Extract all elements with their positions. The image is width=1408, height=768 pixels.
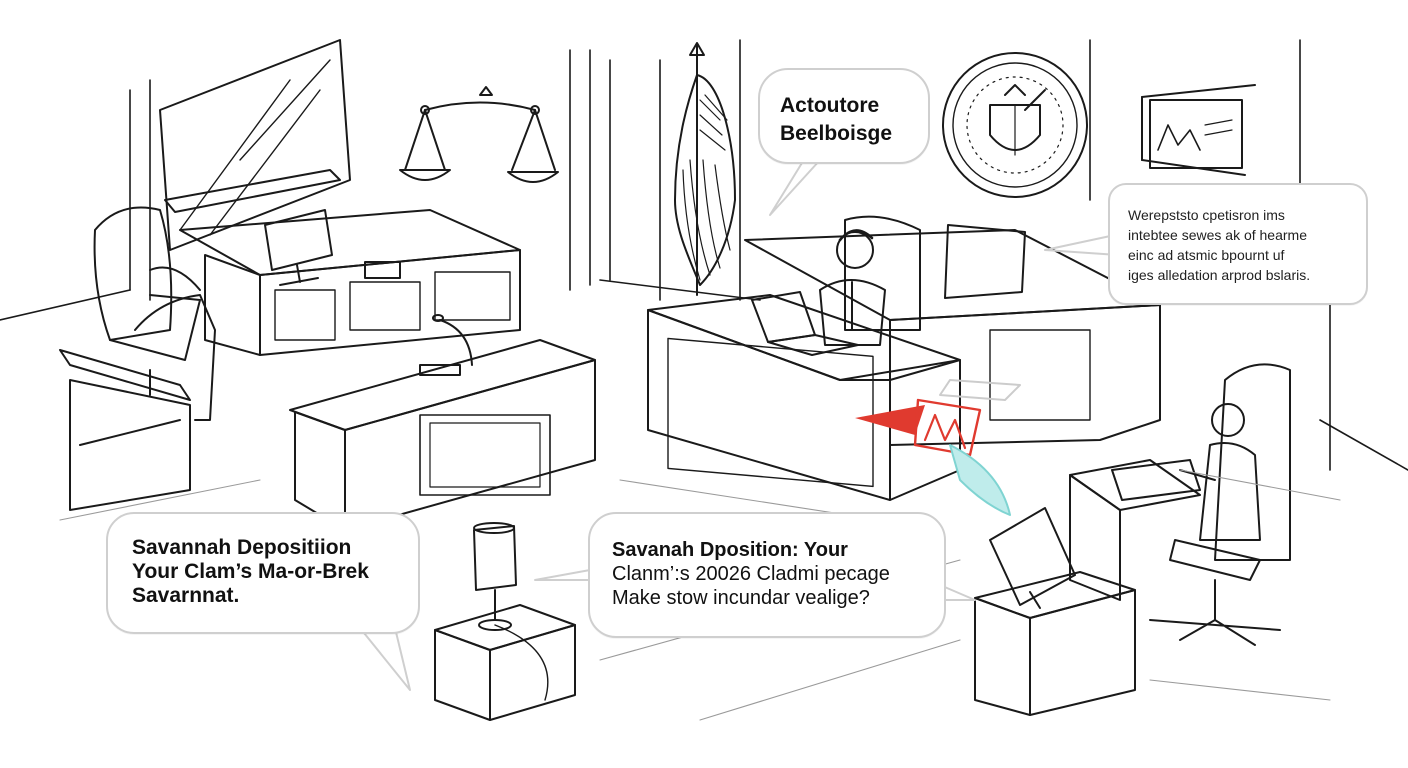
speech-bubble-middle: Savanah Dposition: Your Clanm’:s 20026 C… — [588, 512, 946, 638]
room-walls — [0, 39, 1408, 471]
speech-bubble-top-text: Actoutore Beelboisge — [780, 92, 892, 148]
side-table — [434, 604, 576, 721]
office-chair-left — [93, 206, 216, 421]
scales-of-justice-icon — [399, 86, 559, 183]
microphone-icon — [419, 314, 473, 376]
speech-bubble-middle-text: Savanah Dposition: Your Clanm’:s 20026 C… — [612, 538, 890, 610]
document-papers-icon — [855, 379, 1021, 516]
court-seal-icon — [942, 52, 1088, 198]
laptop-icon — [751, 291, 859, 356]
witness-stand — [289, 339, 596, 531]
speech-line: Clanm’:s 20026 Cladmi pecage — [612, 563, 890, 585]
framed-chart-icon — [1141, 84, 1256, 176]
speech-bubble-right-text: Werepststo cpetisron ims intebtee sewes … — [1128, 205, 1310, 285]
speech-line: intebtee sewes ak of hearme — [1128, 227, 1307, 243]
speech-bubble-right: Werepststo cpetisron ims intebtee sewes … — [1108, 183, 1368, 305]
speech-line: Savanah Dposition: Your — [612, 539, 848, 561]
speech-line: Savannah Depositiion — [132, 536, 352, 559]
desk-lamp-icon — [473, 522, 517, 631]
desk-left-lower — [59, 349, 191, 511]
computer-monitor-lower-icon — [989, 507, 1076, 609]
lower-desk — [974, 571, 1136, 716]
computer-monitor-icon — [264, 209, 333, 286]
speech-line: Savarnnat. — [132, 584, 240, 607]
judge-bench — [647, 294, 961, 501]
speech-line: iges alledation arprod bslaris. — [1128, 267, 1311, 283]
speech-line: einc ad atsmic bpournt uf — [1128, 247, 1285, 263]
speech-line: Beelboisge — [780, 122, 893, 145]
speech-line: Your Clam’s Ma-or-Brek — [132, 560, 369, 583]
stenographer-desk — [1069, 459, 1201, 601]
nameplate — [364, 261, 401, 279]
speech-bubble-left: Savannah Depositiion Your Clam’s Ma-or-B… — [106, 512, 420, 634]
stenographer-figure — [1179, 403, 1261, 541]
clerk-desk — [179, 209, 521, 356]
american-flag-icon — [674, 42, 736, 296]
window — [159, 39, 351, 251]
office-chair-right — [1149, 363, 1291, 646]
side-desk-right — [744, 224, 1161, 446]
speech-line: Actoutore — [780, 94, 880, 117]
speech-bubble-top: Actoutore Beelboisge — [758, 68, 930, 164]
speech-bubble-left-text: Savannah Depositiion Your Clam’s Ma-or-B… — [132, 536, 369, 608]
bubble-tails — [359, 157, 1119, 691]
speech-line: Werepststo cpetisron ims — [1128, 207, 1285, 223]
speech-line: Make stow incundar vealige? — [612, 587, 870, 609]
